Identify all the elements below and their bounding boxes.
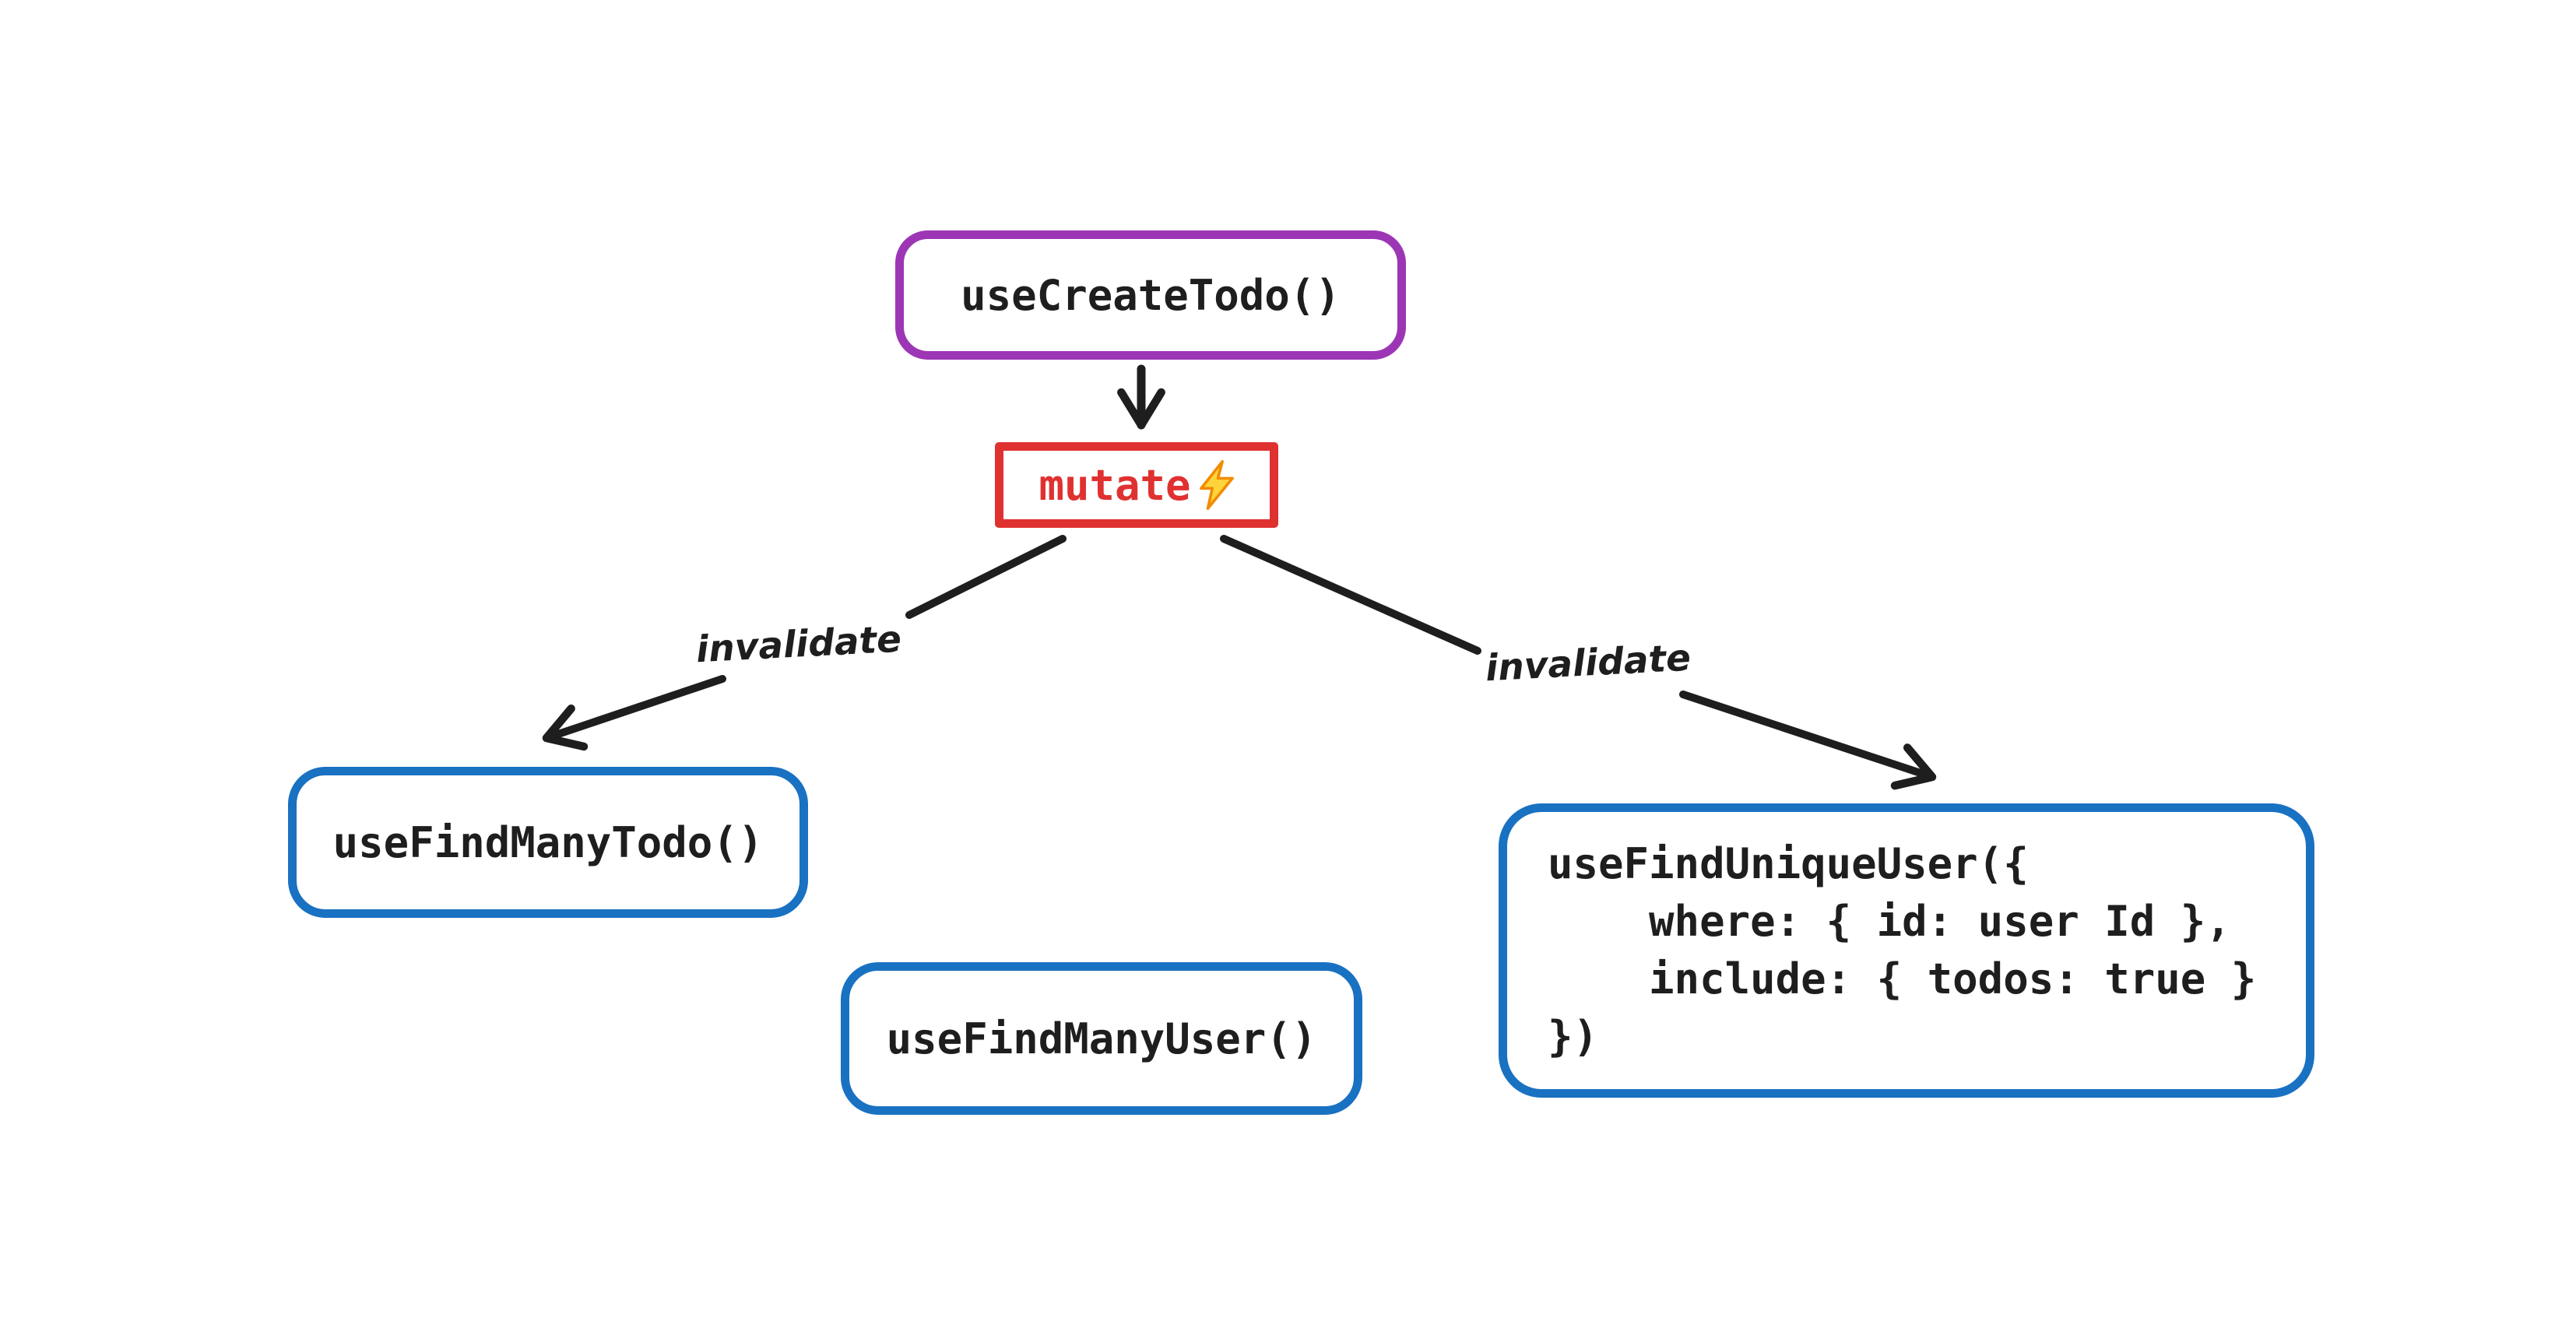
node-use-find-many-user-label: useFindManyUser()	[886, 1014, 1317, 1063]
node-use-find-unique-user-code: useFindUniqueUser({ where: { id: user Id…	[1548, 839, 2257, 1061]
node-mutate: mutate	[995, 442, 1278, 528]
edge-mutate-to-find-many-todo-lower	[542, 675, 726, 751]
edge-mutate-to-find-many-todo-upper	[905, 535, 1067, 619]
node-use-create-todo: useCreateTodo()	[895, 230, 1406, 360]
node-use-create-todo-label: useCreateTodo()	[961, 270, 1341, 320]
edge-mutate-to-find-unique-user-lower	[1679, 691, 1937, 790]
node-use-find-many-user: useFindManyUser()	[841, 962, 1362, 1115]
node-use-find-unique-user: useFindUniqueUser({ where: { id: user Id…	[1499, 803, 2314, 1098]
edge-mutate-to-find-unique-user-upper	[1220, 535, 1481, 655]
lightning-icon	[1199, 460, 1234, 510]
node-use-find-many-todo-label: useFindManyTodo()	[332, 817, 764, 867]
node-use-find-many-todo: useFindManyTodo()	[288, 767, 808, 918]
node-mutate-label: mutate	[1038, 460, 1191, 510]
